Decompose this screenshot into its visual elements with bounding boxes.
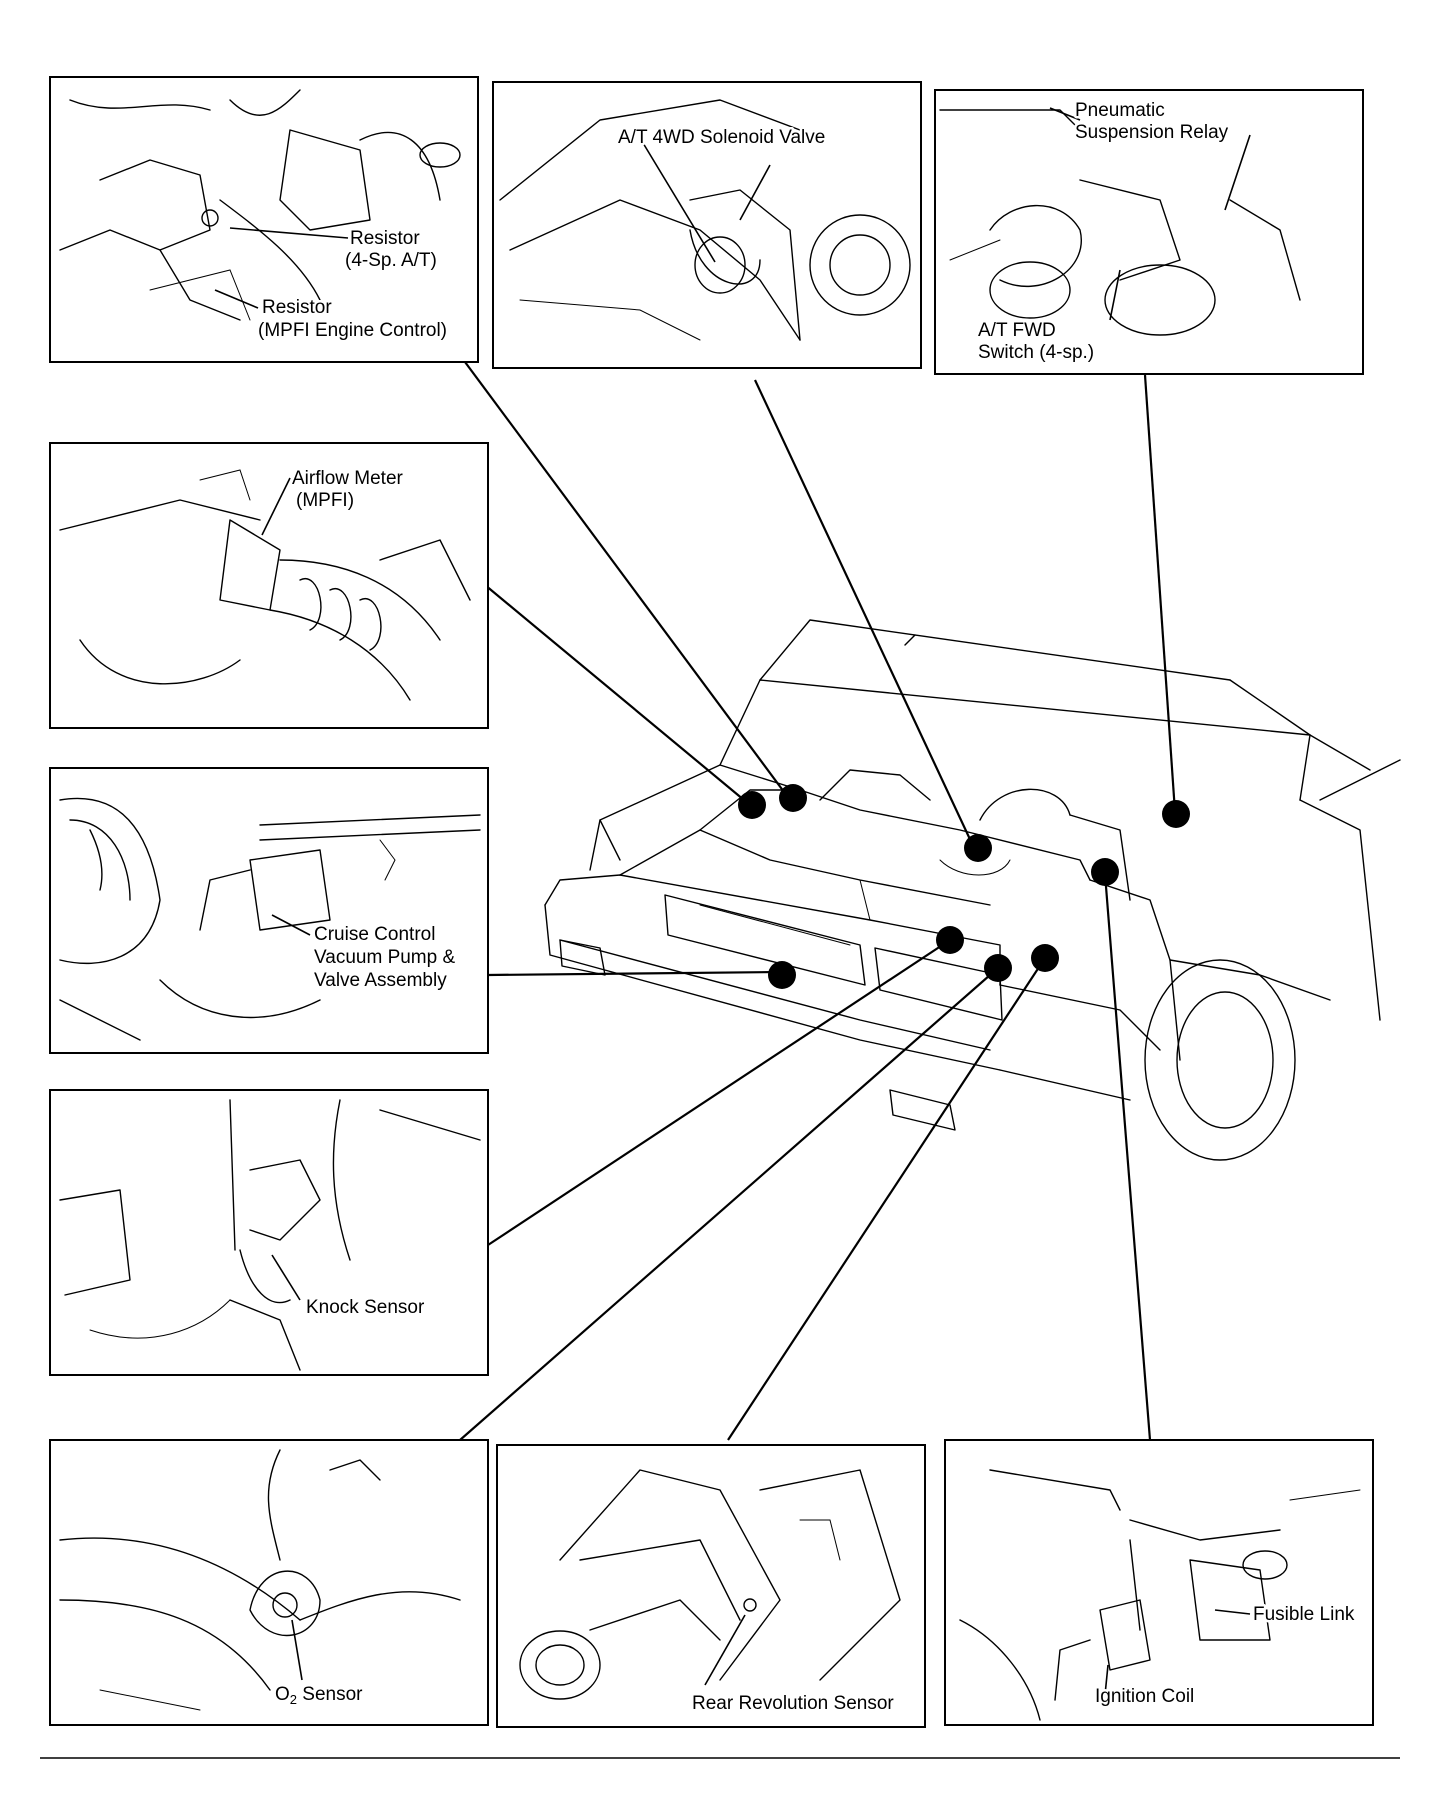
panel-knock-sensor: Knock Sensor xyxy=(49,1089,489,1376)
at-fwd-switch-sublabel: Switch (4-sp.) xyxy=(978,342,1094,363)
location-markers xyxy=(738,784,1190,989)
ignition-coil-label: Ignition Coil xyxy=(1095,1686,1194,1707)
airflow-meter-sublabel: (MPFI) xyxy=(296,490,354,511)
airflow-meter-label: Airflow Meter xyxy=(292,468,404,489)
at-fwd-switch-label: A/T FWD xyxy=(978,320,1056,341)
resistor-4sp-label: Resistor xyxy=(350,228,420,249)
panel-ignition-coil: Fusible Link Ignition Coil xyxy=(944,1439,1374,1726)
marker-o2-sensor xyxy=(984,954,1012,982)
marker-airflow-meter xyxy=(738,791,766,819)
panel-resistor: Resistor (4-Sp. A/T) Resistor (MPFI Engi… xyxy=(49,76,479,363)
marker-cruise-control xyxy=(768,961,796,989)
panel-solenoid-valve: A/T 4WD Solenoid Valve xyxy=(492,81,922,369)
suspension-relay-sublabel: Suspension Relay xyxy=(1075,122,1229,143)
marker-knock-sensor xyxy=(936,926,964,954)
marker-solenoid-valve xyxy=(964,834,992,862)
cruise-control-label: Cruise Control xyxy=(314,924,435,945)
resistor-mpfi-label: Resistor xyxy=(262,297,332,318)
suspension-relay-label: Pneumatic xyxy=(1075,100,1165,121)
leader-lines xyxy=(459,361,1177,1441)
panel-airflow-meter: Airflow Meter (MPFI) xyxy=(49,442,489,729)
panel-suspension-relay: Pneumatic Suspension Relay A/T FWD Switc… xyxy=(934,89,1364,375)
resistor-mpfi-sublabel: (MPFI Engine Control) xyxy=(258,320,447,341)
marker-resistor xyxy=(779,784,807,812)
marker-ignition-coil xyxy=(1091,858,1119,886)
fusible-link-label: Fusible Link xyxy=(1253,1604,1355,1625)
vehicle-engine-bay-illustration xyxy=(544,619,1401,1161)
resistor-4sp-sublabel: (4-Sp. A/T) xyxy=(345,250,437,271)
cruise-control-sublabel-1: Vacuum Pump & xyxy=(314,947,455,968)
o2-sensor-label: O2 Sensor xyxy=(275,1684,363,1707)
solenoid-valve-label: A/T 4WD Solenoid Valve xyxy=(618,127,825,148)
rear-revolution-sensor-label: Rear Revolution Sensor xyxy=(692,1693,894,1714)
panel-rear-revolution-sensor: Rear Revolution Sensor xyxy=(496,1444,926,1728)
marker-rear-revolution-sensor xyxy=(1031,944,1059,972)
cruise-control-sublabel-2: Valve Assembly xyxy=(314,970,447,991)
panel-cruise-control: Cruise Control Vacuum Pump & Valve Assem… xyxy=(49,767,489,1054)
knock-sensor-label: Knock Sensor xyxy=(306,1297,425,1318)
marker-suspension-relay xyxy=(1162,800,1190,828)
panel-o2-sensor: O2 Sensor xyxy=(49,1439,489,1726)
